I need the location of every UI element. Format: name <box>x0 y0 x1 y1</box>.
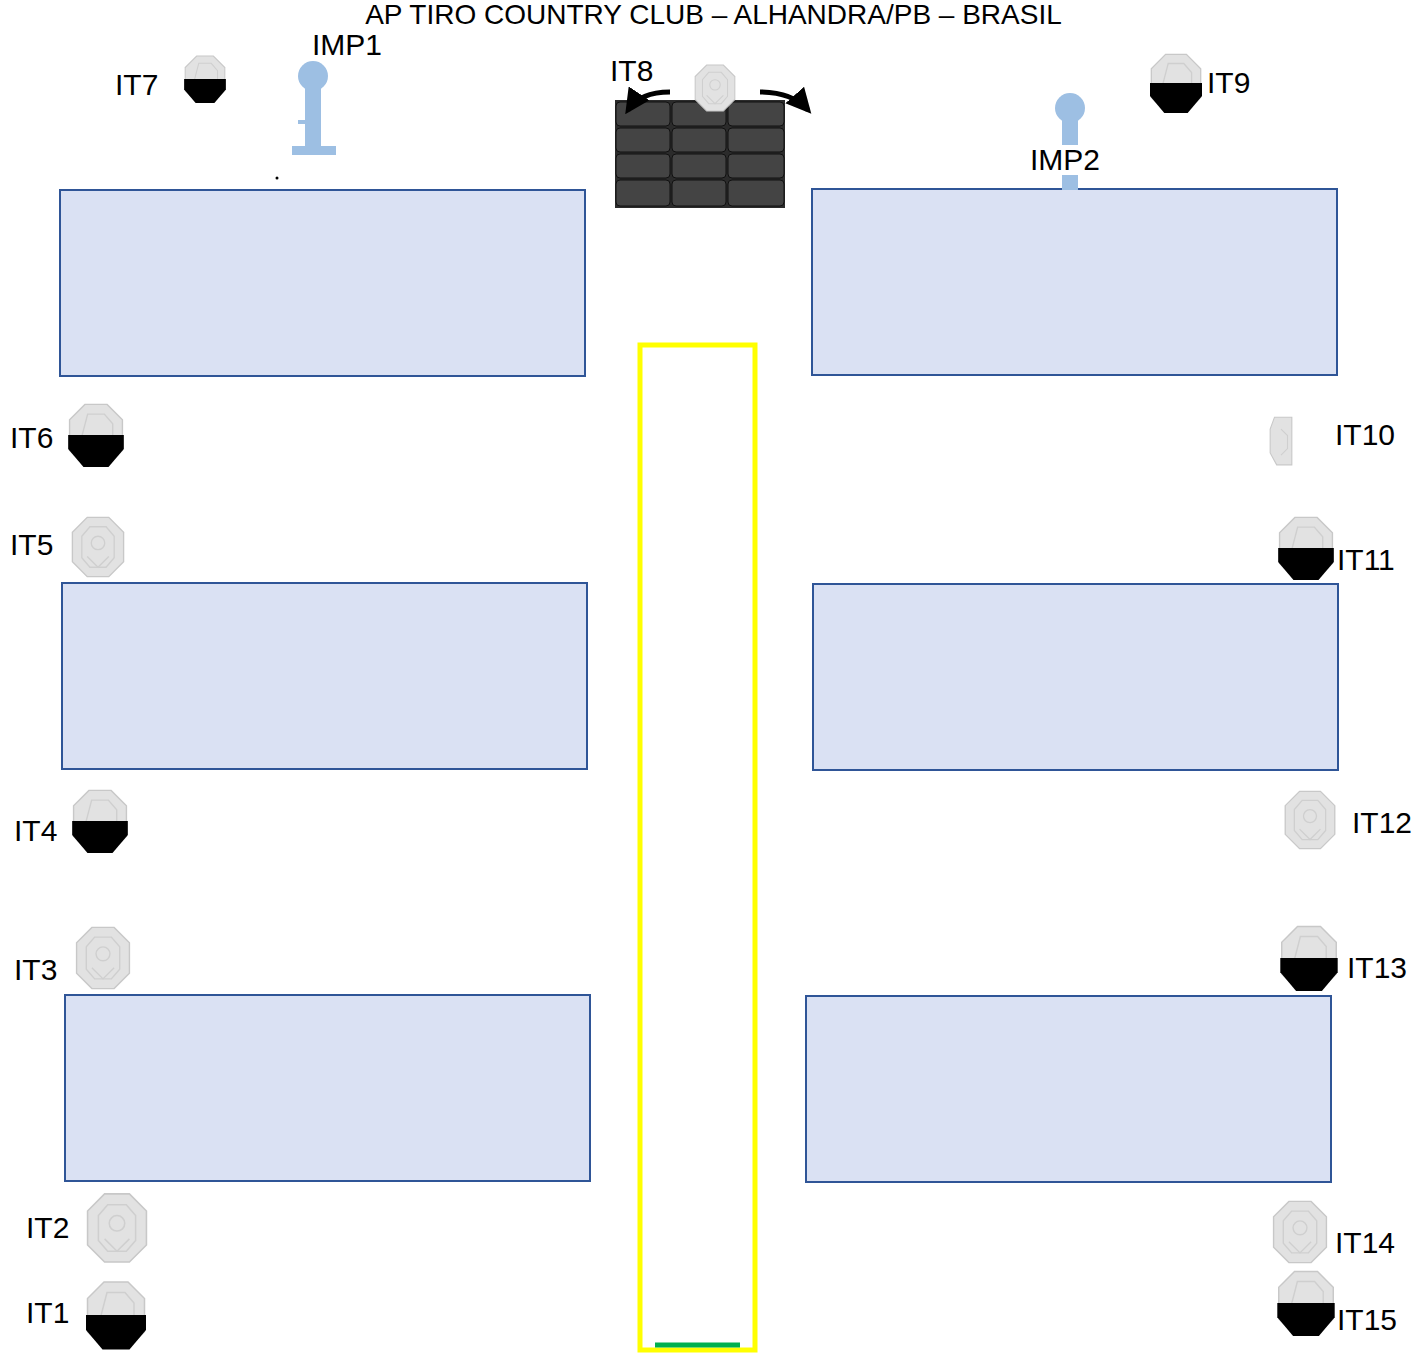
target-label: IT9 <box>1207 68 1250 98</box>
wall <box>65 995 590 1181</box>
start-line <box>655 1343 740 1348</box>
target-label: IT14 <box>1335 1228 1395 1258</box>
target-label: IT15 <box>1337 1305 1397 1335</box>
wall <box>806 996 1331 1182</box>
target-label: IT10 <box>1335 420 1395 450</box>
popper-imp1 <box>276 61 337 180</box>
target-label: IT6 <box>10 423 53 453</box>
popper-imp2 <box>1055 93 1085 190</box>
wall <box>812 189 1337 375</box>
target-label: IT8 <box>610 56 653 86</box>
target-label: IT11 <box>1337 545 1395 575</box>
target-label: IT7 <box>115 70 158 100</box>
target-label: IT5 <box>10 530 53 560</box>
targets <box>68 54 1338 1349</box>
target-label: IMP1 <box>312 30 382 60</box>
target-label: IT12 <box>1352 808 1412 838</box>
target-label: IT2 <box>26 1213 69 1243</box>
wall <box>62 583 587 769</box>
target-label: IT13 <box>1347 953 1407 983</box>
tire-stack <box>615 100 785 208</box>
wall <box>813 584 1338 770</box>
target-label: IT3 <box>14 955 57 985</box>
target-label: IMP2 <box>1030 145 1100 175</box>
target-label: IT1 <box>26 1298 69 1328</box>
wall <box>60 190 585 376</box>
walls <box>60 189 1338 1182</box>
page-title: AP TIRO COUNTRY CLUB – ALHANDRA/PB – BRA… <box>0 0 1427 31</box>
target-label: IT4 <box>14 816 57 846</box>
shooting-box <box>640 345 755 1350</box>
